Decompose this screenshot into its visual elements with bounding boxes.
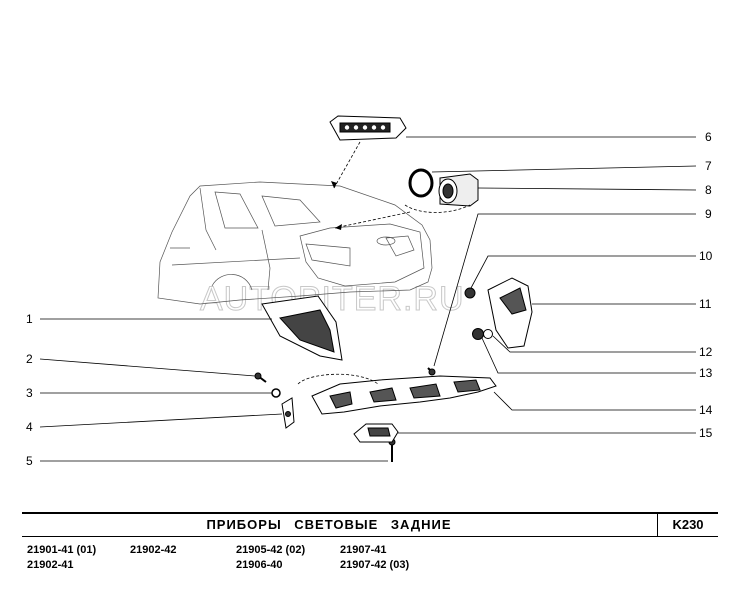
title-divider (657, 514, 658, 536)
callout-3: 3 (26, 386, 33, 400)
part-7-ring (408, 168, 434, 198)
callout-13: 13 (699, 366, 713, 380)
callout-4: 4 (26, 420, 33, 434)
model-code: 21902-42 (130, 544, 177, 556)
part-10-nut (464, 287, 476, 299)
part-1-taillight (261, 295, 343, 361)
callout-12: 12 (699, 345, 713, 359)
part-11-lamp (487, 277, 533, 349)
model-code: 21901-41 (01) (27, 544, 97, 556)
leader-lines (39, 136, 697, 462)
dashed-arrow-trunk (334, 211, 411, 229)
model-code: 21905-42 (02) (236, 544, 306, 556)
model-code: 21907-42 (03) (340, 559, 410, 571)
model-code: 21902-41 (27, 559, 74, 571)
part-8-socket (438, 173, 479, 207)
title-bar: ПРИБОРЫ СВЕТОВЫЕ ЗАДНИЕ K230 (22, 512, 718, 537)
callout-9: 9 (705, 207, 712, 221)
callout-11: 11 (699, 297, 712, 311)
part-6-stop-lamp (329, 115, 407, 141)
dashed-arrow-6 (333, 141, 361, 189)
callout-labels: 1 2 3 4 5 6 7 8 9 10 11 12 13 14 15 (26, 130, 713, 468)
callout-14: 14 (699, 403, 713, 417)
callout-5: 5 (26, 454, 33, 468)
part-13-nut (472, 328, 484, 340)
callout-15: 15 (699, 426, 713, 440)
callout-7: 7 (705, 159, 712, 173)
callout-1: 1 (26, 312, 33, 326)
part-14-panel (311, 375, 497, 415)
callout-8: 8 (705, 183, 712, 197)
car-outline (157, 181, 433, 305)
part-4-bracket (281, 397, 295, 429)
model-code: 21906-40 (236, 559, 283, 571)
watermark: AUTOPITER.RU (200, 280, 465, 318)
model-code: 21907-41 (340, 544, 387, 556)
callout-10: 10 (699, 249, 713, 263)
callout-6: 6 (705, 130, 712, 144)
part-3-washer (271, 388, 281, 398)
diagram-code: K230 (672, 517, 704, 532)
part-9-screw (427, 367, 436, 376)
part-2-bolt (254, 372, 267, 383)
part-12-washer (483, 329, 493, 339)
diagram-title: ПРИБОРЫ СВЕТОВЫЕ ЗАДНИЕ (206, 517, 452, 532)
callout-2: 2 (26, 352, 33, 366)
part-15-license-lamp (353, 423, 399, 443)
